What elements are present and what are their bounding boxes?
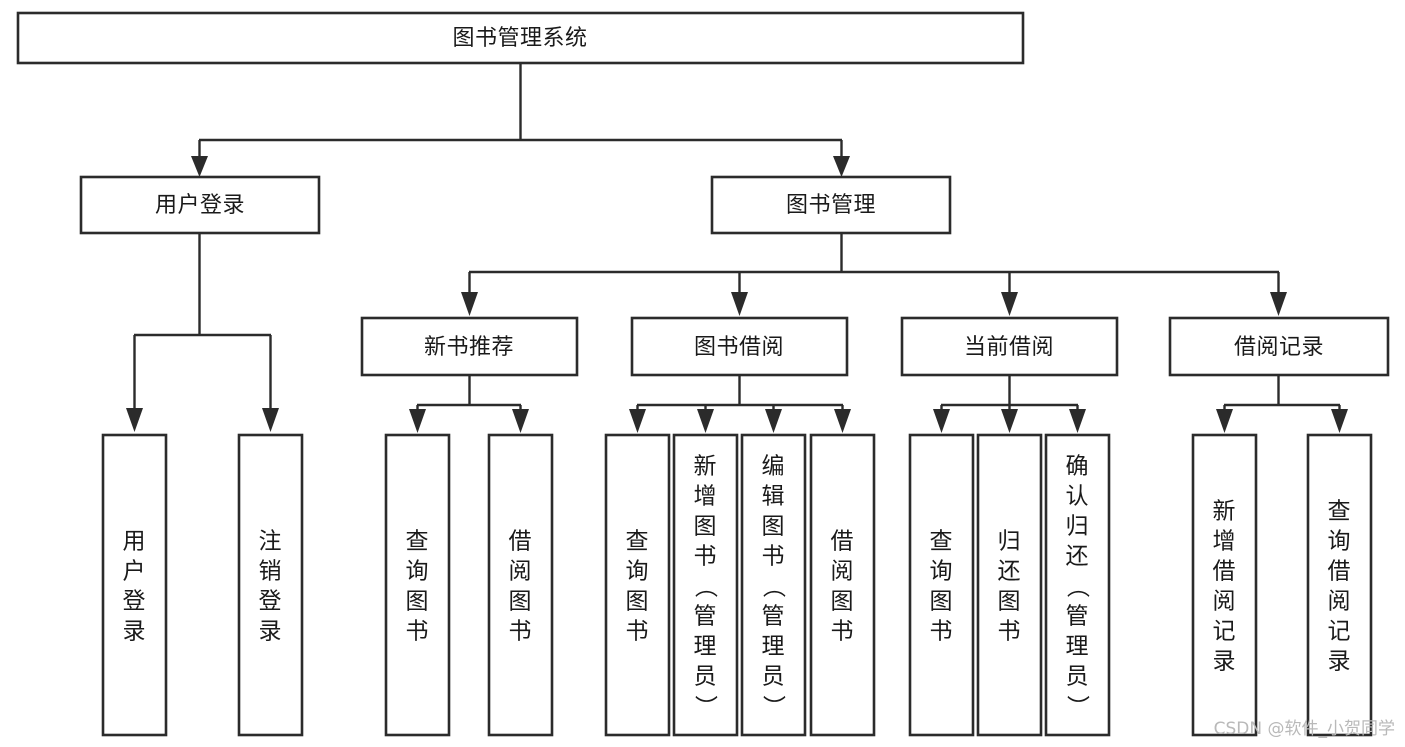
svg-text:（: （	[760, 575, 786, 598]
leaf-book-borrow-0-box[interactable]	[604, 433, 671, 737]
leaf-user-login-0[interactable]: 用户登录	[101, 433, 168, 737]
arrow-head-user-login-leaf-1	[262, 408, 279, 432]
node-current-borrow-box[interactable]	[900, 316, 1119, 377]
leaf-borrow-record-1-box[interactable]	[1306, 433, 1373, 737]
leaf-book-borrow-1-label: 新增图书管理员	[694, 453, 717, 689]
node-new-book-recommend-box[interactable]	[360, 316, 579, 377]
node-root-label: 图书管理系统	[452, 26, 587, 51]
arrow-head-record-leaf-0	[1216, 409, 1233, 433]
arrow-head-borrow-leaf-0	[629, 409, 646, 433]
svg-text:（: （	[1064, 575, 1090, 598]
arrow-head-l3-2	[1001, 292, 1018, 316]
arrow-head-recommend-leaf-0	[409, 409, 426, 433]
leaf-user-login-0-box[interactable]	[101, 433, 168, 737]
arrow-head-l3-1	[731, 292, 748, 316]
leaf-current-borrow-1-box[interactable]	[976, 433, 1043, 737]
arrow-head-record-leaf-1	[1331, 409, 1348, 433]
node-book-borrow[interactable]: 图书借阅	[630, 316, 849, 377]
leaf-current-borrow-0-box[interactable]	[908, 433, 975, 737]
arrow-head-l3-3	[1270, 292, 1287, 316]
leaf-borrow-record-0[interactable]: 新增借阅记录	[1191, 433, 1258, 737]
arrow-head-recommend-leaf-1	[512, 409, 529, 433]
svg-text:）: ）	[692, 695, 718, 718]
node-current-borrow[interactable]: 当前借阅	[900, 316, 1119, 377]
node-book-borrow-box[interactable]	[630, 316, 849, 377]
leaf-user-login-1[interactable]: 注销登录	[237, 433, 304, 737]
leaf-new-book-recommend-1[interactable]: 借阅图书	[487, 433, 554, 737]
arrow-head-current-leaf-1	[1001, 409, 1018, 433]
node-borrow-record-label: 借阅记录	[1234, 335, 1324, 360]
leaf-book-borrow-2-label: 编辑图书管理员	[762, 453, 785, 689]
node-book-management-label: 图书管理	[786, 193, 876, 218]
node-borrow-record[interactable]: 借阅记录	[1168, 316, 1390, 377]
arrow-head-borrow-leaf-3	[834, 409, 851, 433]
arrow-head-current-leaf-2	[1069, 409, 1086, 433]
leaf-current-borrow-0[interactable]: 查询图书	[908, 433, 975, 737]
leaf-book-borrow-1-box[interactable]	[672, 433, 739, 737]
leaf-book-borrow-3[interactable]: 借阅图书	[809, 433, 876, 737]
arrow-head-user-login-leaf-0	[126, 408, 143, 432]
leaf-book-borrow-3-label: 借阅图书	[831, 528, 854, 644]
arrow-head-user-login	[191, 156, 208, 177]
node-new-book-recommend-label: 新书推荐	[424, 335, 514, 360]
node-user-login[interactable]: 用户登录	[79, 175, 321, 235]
node-book-borrow-label: 图书借阅	[694, 335, 784, 360]
node-borrow-record-box[interactable]	[1168, 316, 1390, 377]
node-root[interactable]: 图书管理系统	[16, 11, 1025, 65]
leaf-new-book-recommend-0[interactable]: 查询图书	[384, 433, 451, 737]
leaf-new-book-recommend-0-box[interactable]	[384, 433, 451, 737]
leaf-book-borrow-2-box[interactable]	[740, 433, 807, 737]
node-book-management-box[interactable]	[710, 175, 952, 235]
leaf-new-book-recommend-1-box[interactable]	[487, 433, 554, 737]
leaf-borrow-record-0-label: 新增借阅记录	[1213, 498, 1236, 674]
leaf-user-login-1-box[interactable]	[237, 433, 304, 737]
leaf-borrow-record-1[interactable]: 查询借阅记录	[1306, 433, 1373, 737]
node-current-borrow-label: 当前借阅	[964, 335, 1054, 360]
leaf-current-borrow-0-label: 查询图书	[930, 528, 953, 644]
leaf-new-book-recommend-0-label: 查询图书	[406, 528, 429, 644]
leaf-book-borrow-3-box[interactable]	[809, 433, 876, 737]
arrow-head-book-mgmt	[833, 156, 850, 177]
svg-text:）: ）	[760, 695, 786, 718]
node-root-box[interactable]	[16, 11, 1025, 65]
leaf-user-login-1-label: 注销登录	[259, 528, 282, 644]
leaf-new-book-recommend-1-label: 借阅图书	[509, 528, 532, 644]
leaf-borrow-record-0-box[interactable]	[1191, 433, 1258, 737]
leaf-current-borrow-1[interactable]: 归还图书	[976, 433, 1043, 737]
arrow-head-l3-0	[461, 292, 478, 316]
arrow-head-current-leaf-0	[933, 409, 950, 433]
leaf-current-borrow-2-label: 确认归还管理员	[1066, 453, 1089, 689]
leaf-user-login-0-label: 用户登录	[123, 528, 146, 644]
csdn-watermark: CSDN @软件_小贺同学	[1213, 719, 1395, 739]
connector-layer	[126, 63, 1348, 433]
arrow-head-borrow-leaf-2	[765, 409, 782, 433]
leaf-book-borrow-0[interactable]: 查询图书	[604, 433, 671, 737]
node-book-management[interactable]: 图书管理	[710, 175, 952, 235]
arrow-head-borrow-leaf-1	[697, 409, 714, 433]
leaf-book-borrow-2[interactable]: 编辑图书管理员 （ ）	[740, 433, 807, 737]
leaf-borrow-record-1-label: 查询借阅记录	[1328, 498, 1351, 674]
svg-text:（: （	[692, 575, 718, 598]
leaf-current-borrow-2-box[interactable]	[1044, 433, 1111, 737]
leaf-current-borrow-2[interactable]: 确认归还管理员 （ ）	[1044, 433, 1111, 737]
svg-text:）: ）	[1064, 695, 1090, 718]
leaf-book-borrow-1[interactable]: 新增图书管理员 （ ）	[672, 433, 739, 737]
node-user-login-box[interactable]	[79, 175, 321, 235]
node-new-book-recommend[interactable]: 新书推荐	[360, 316, 579, 377]
node-user-login-label: 用户登录	[155, 193, 245, 218]
leaf-current-borrow-1-label: 归还图书	[998, 528, 1021, 644]
leaf-book-borrow-0-label: 查询图书	[626, 528, 649, 644]
